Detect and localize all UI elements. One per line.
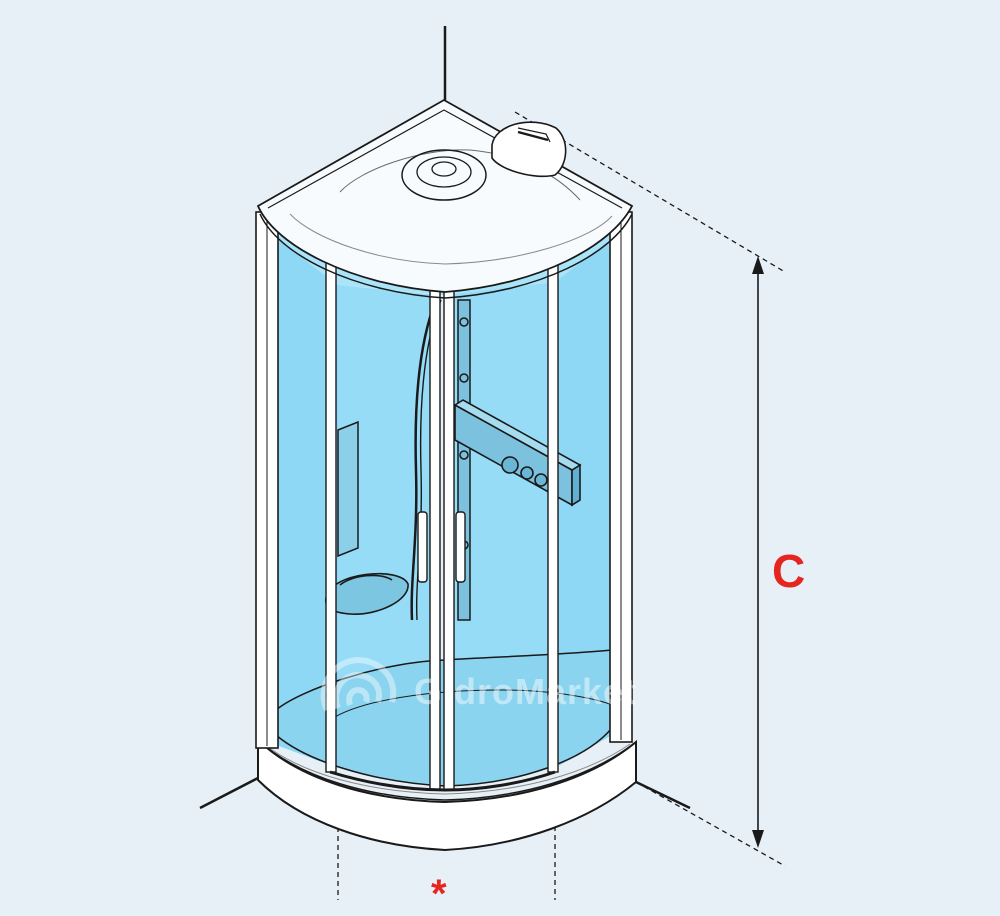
right-frame [609,211,633,743]
left-frame [255,211,279,749]
door-handles [417,511,466,583]
shower-tray [257,737,637,852]
watermark: GidroMarket [312,650,637,734]
bottom-track [329,770,556,792]
roof-control-unit [491,121,567,178]
width-marker-label: * [431,872,447,916]
rain-shower-head [401,149,487,201]
watermark-text: GidroMarket [414,671,638,712]
roof [256,98,634,299]
watermark-logo-icon [320,656,397,712]
height-dimension-arrow [752,256,764,848]
height-label: C [772,545,806,597]
mirror-panel [337,420,359,558]
